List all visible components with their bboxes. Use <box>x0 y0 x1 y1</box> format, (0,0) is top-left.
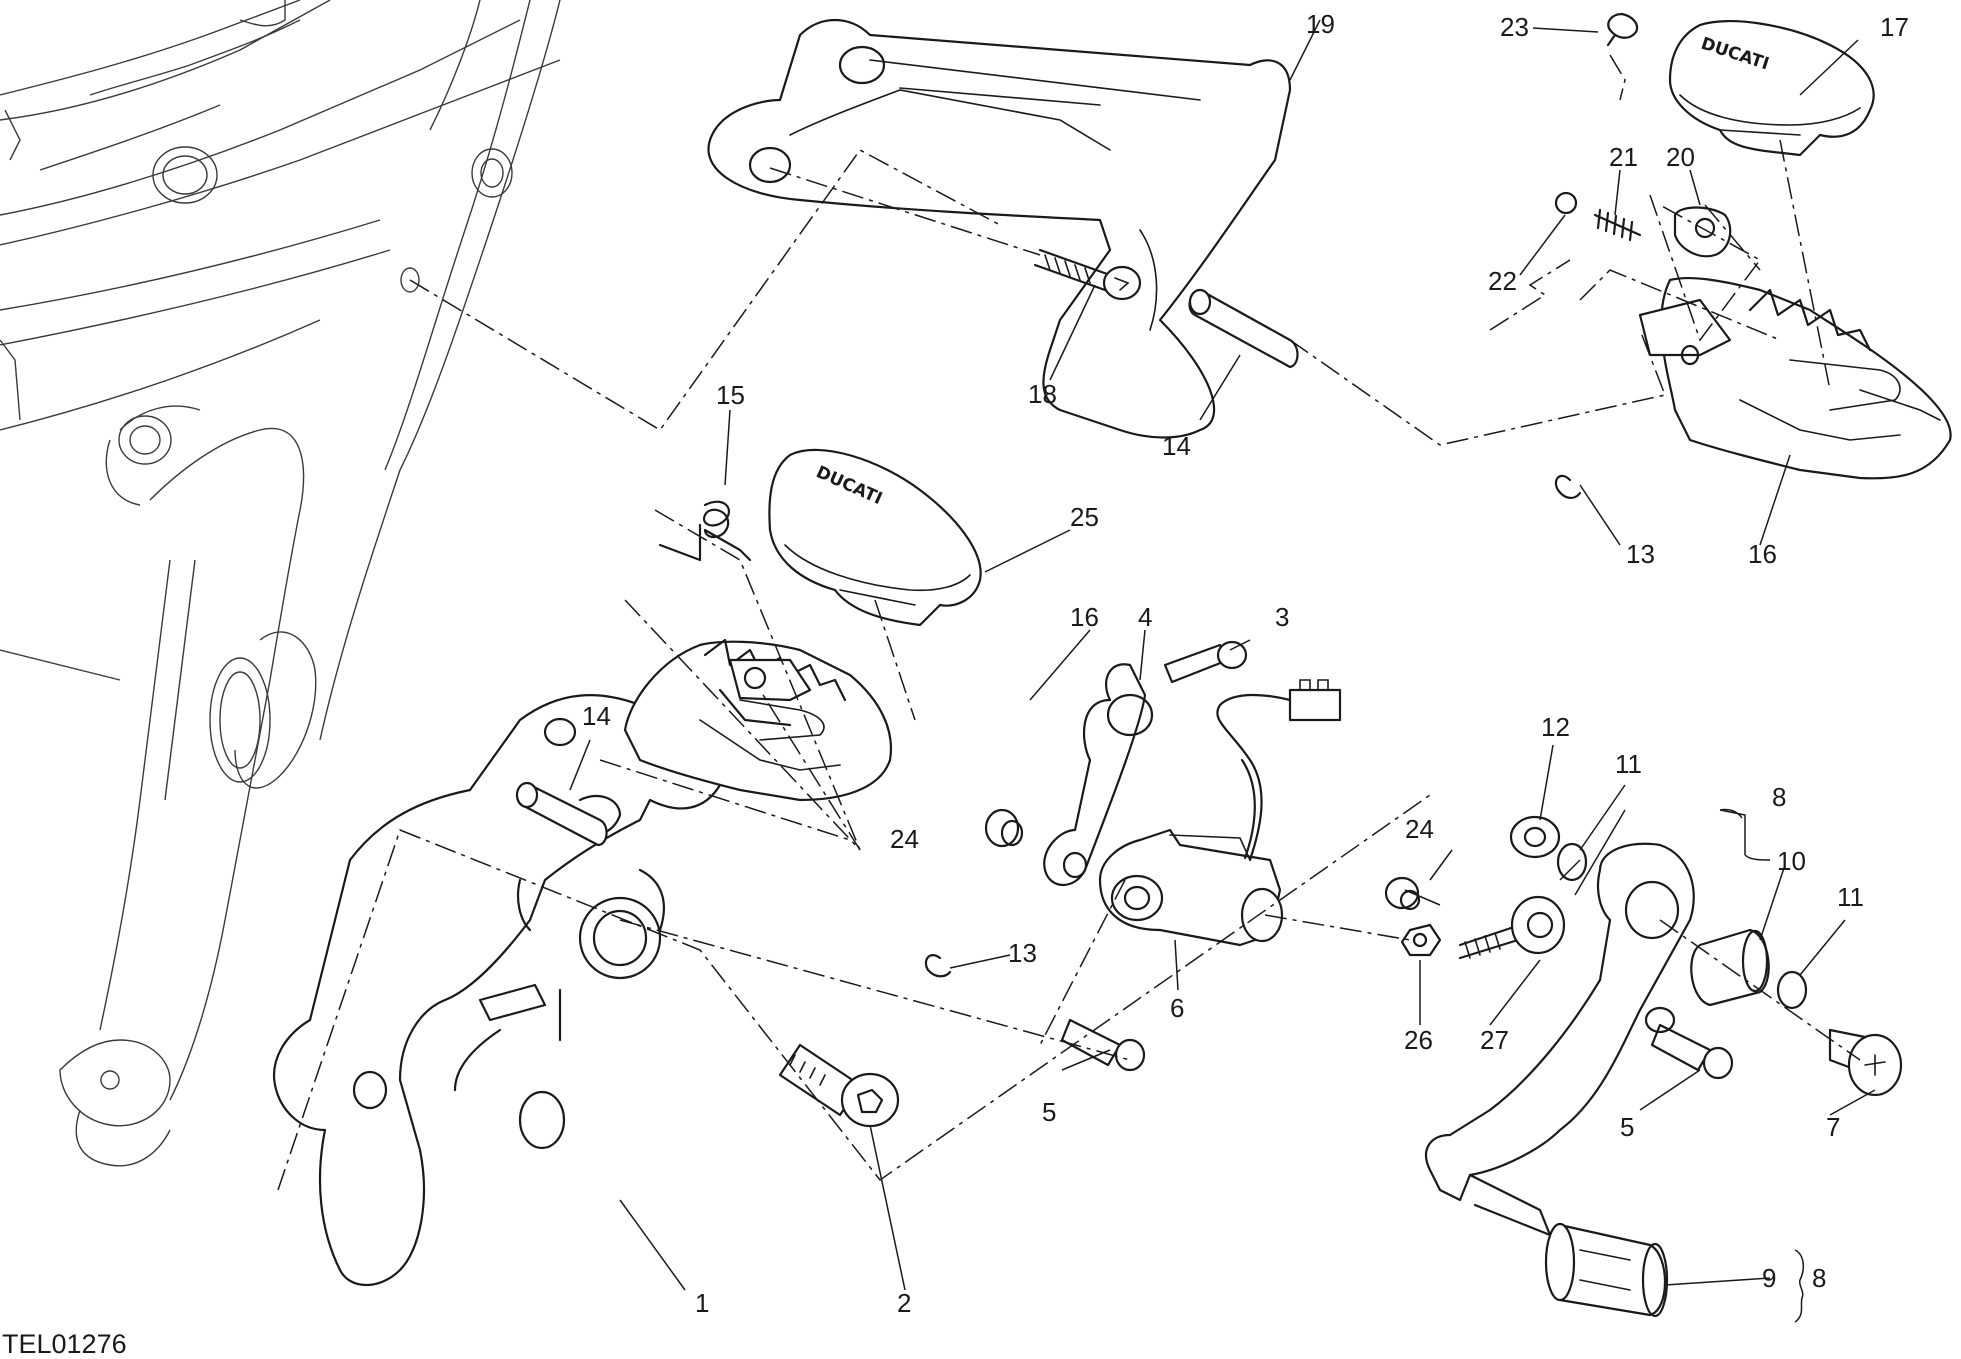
leader-lines <box>569 19 1876 1323</box>
hardware-parts <box>515 12 1903 1318</box>
footpeg-rubber-rear: DUCATI <box>1668 19 1875 157</box>
callout-14-front: 14 <box>582 701 611 731</box>
callout-24-left: 24 <box>890 824 919 854</box>
callout-27: 27 <box>1480 1025 1509 1055</box>
callout-16-front: 16 <box>1070 602 1099 632</box>
callout-14-rear: 14 <box>1162 431 1191 461</box>
footpeg-rubber-front: DUCATI <box>768 448 982 627</box>
callout-7: 7 <box>1826 1112 1840 1142</box>
callout-11-top: 11 <box>1615 749 1642 779</box>
callout-5-right: 5 <box>1620 1112 1634 1142</box>
callout-23: 23 <box>1500 12 1529 42</box>
callout-21: 21 <box>1609 142 1638 172</box>
callout-2: 2 <box>897 1288 911 1318</box>
callout-5-left: 5 <box>1042 1097 1056 1127</box>
callout-19: 19 <box>1306 9 1335 39</box>
callout-16-rear: 16 <box>1748 539 1777 569</box>
callout-13-rear: 13 <box>1626 539 1655 569</box>
callout-20: 20 <box>1666 142 1695 172</box>
assembly-lines <box>277 54 1861 1191</box>
callout-25: 25 <box>1070 502 1099 532</box>
callout-9: 9 <box>1762 1263 1776 1293</box>
front-footpeg-bracket <box>272 694 726 1286</box>
callout-1: 1 <box>695 1288 709 1318</box>
callout-26: 26 <box>1404 1025 1433 1055</box>
footpeg-rear <box>1638 276 1952 480</box>
callout-24-right: 24 <box>1405 814 1434 844</box>
rear-footpeg-bracket <box>707 18 1292 439</box>
callout-13-front: 13 <box>1008 938 1037 968</box>
motorcycle-frame <box>0 0 561 1167</box>
callout-12: 12 <box>1541 712 1570 742</box>
callout-labels: 19 23 17 21 20 22 18 14 15 25 13 16 16 4… <box>582 9 1909 1318</box>
callout-4: 4 <box>1138 602 1152 632</box>
callout-11-bottom: 11 <box>1837 882 1864 912</box>
callout-22: 22 <box>1488 266 1517 296</box>
callout-6: 6 <box>1170 993 1184 1023</box>
callout-8-top: 8 <box>1772 782 1786 812</box>
callout-3: 3 <box>1275 602 1289 632</box>
callout-17: 17 <box>1880 12 1909 42</box>
reference-code: TEL01276 <box>2 1329 127 1359</box>
callout-8-bottom: 8 <box>1812 1263 1826 1293</box>
callout-18: 18 <box>1028 379 1057 409</box>
callout-15: 15 <box>716 380 745 410</box>
callout-10: 10 <box>1777 846 1806 876</box>
